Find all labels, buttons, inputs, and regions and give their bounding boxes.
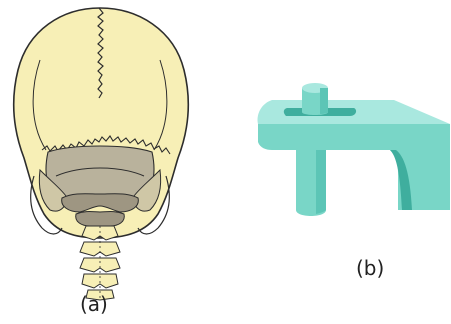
caption-a: (a)	[80, 292, 108, 316]
block-front-face	[258, 124, 450, 210]
axis-vertebra	[76, 212, 125, 227]
caption-b: (b)	[356, 256, 384, 280]
pin-shade	[320, 88, 328, 114]
skull-illustration	[0, 0, 200, 324]
support-post-shade	[316, 144, 326, 214]
bracket-illustration	[240, 60, 451, 290]
